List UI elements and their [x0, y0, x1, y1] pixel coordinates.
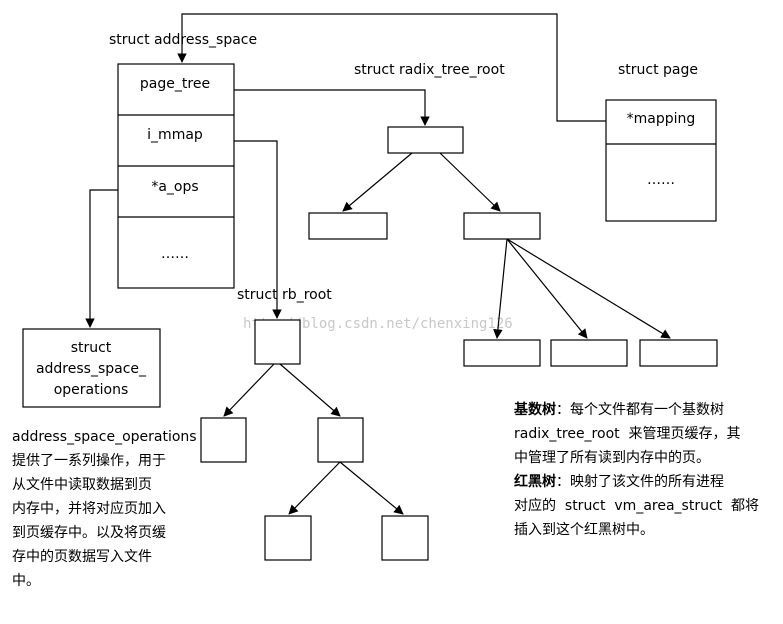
a-ops-arrow — [85, 189, 118, 328]
rb-node-left — [200, 417, 247, 463]
operations-description-line: 内存中，并将对应页加入 — [12, 501, 166, 517]
rb-leaf-left — [264, 515, 312, 561]
radix-edge-root-right — [439, 152, 501, 212]
field-mapping: *mapping — [627, 111, 696, 127]
mapping-arrow — [177, 13, 606, 122]
radix-root-node — [387, 126, 464, 154]
operations-line-1: struct — [71, 340, 112, 356]
radix-node-left — [308, 212, 388, 240]
trees-description: 基数树：每个文件都有一个基数树 radix_tree_root 来管理页缓存，其… — [514, 398, 759, 542]
field-page-tree: page_tree — [140, 76, 210, 92]
rb-root-node — [254, 319, 301, 365]
operations-description-line: 到页缓存中。以及将页缓 — [12, 525, 166, 541]
radix-description-line: radix_tree_root 来管理页缓存，其 — [514, 426, 741, 442]
rb-edge-right-leaf-right — [339, 461, 404, 515]
rb-description-line: 对应的 struct vm_area_struct 都将 — [514, 498, 760, 514]
watermark: http://blog.csdn.net/chenxing126 — [243, 316, 513, 332]
radix-edge-root-left — [342, 152, 413, 212]
radix-node-right — [463, 212, 541, 240]
rb-term: 红黑树 — [514, 474, 556, 490]
page-struct — [605, 99, 717, 222]
operations-description-line: 从文件中读取数据到页 — [12, 477, 152, 493]
operations-box — [22, 328, 161, 408]
address-space-title: struct address_space — [109, 32, 257, 48]
operations-line-2: address_space_ — [36, 361, 147, 377]
radix-edge-right-leaf3 — [506, 238, 671, 339]
radix-edge-right-leaf2 — [506, 238, 588, 339]
field-ellipsis: …… — [161, 246, 189, 262]
operations-description: address_space_operations 提供了一系列操作，用于 从文件… — [12, 425, 197, 593]
operations-description-line: address_space_operations — [12, 429, 197, 445]
rb-root-title: struct rb_root — [237, 287, 332, 303]
radix-term: 基数树 — [514, 402, 556, 418]
page-tree-arrow — [234, 89, 430, 126]
address-space-struct — [117, 63, 235, 289]
radix-leaf-3 — [639, 339, 718, 367]
radix-edge-right-leaf1 — [493, 238, 508, 339]
rb-description-line: 红黑树：映射了该文件的所有进程 — [514, 474, 724, 490]
radix-tree-root-title: struct radix_tree_root — [354, 62, 505, 78]
field-page-ellipsis: …… — [647, 172, 675, 188]
field-a-ops: *a_ops — [151, 179, 198, 195]
operations-description-line: 中。 — [12, 573, 40, 589]
rb-leaf-right — [381, 515, 429, 561]
i-mmap-arrow — [234, 140, 282, 319]
radix-leaf-1 — [463, 339, 541, 367]
operations-line-3: operations — [54, 382, 129, 398]
rb-edge-root-right — [279, 363, 341, 417]
rb-edge-right-leaf-left — [288, 461, 341, 515]
rb-edge-root-left — [223, 363, 275, 417]
radix-description-line: 基数树：每个文件都有一个基数树 — [514, 402, 724, 418]
operations-description-line: 存中的页数据写入文件 — [12, 549, 152, 565]
rb-description-line: 插入到这个红黑树中。 — [514, 522, 654, 538]
radix-description-line: 中管理了所有读到内存中的页。 — [514, 450, 710, 466]
operations-description-line: 提供了一系列操作，用于 — [12, 453, 166, 469]
field-i-mmap: i_mmap — [147, 127, 203, 143]
radix-leaf-2 — [550, 339, 628, 367]
struct-page-title: struct page — [618, 62, 698, 78]
rb-node-right — [317, 417, 364, 463]
